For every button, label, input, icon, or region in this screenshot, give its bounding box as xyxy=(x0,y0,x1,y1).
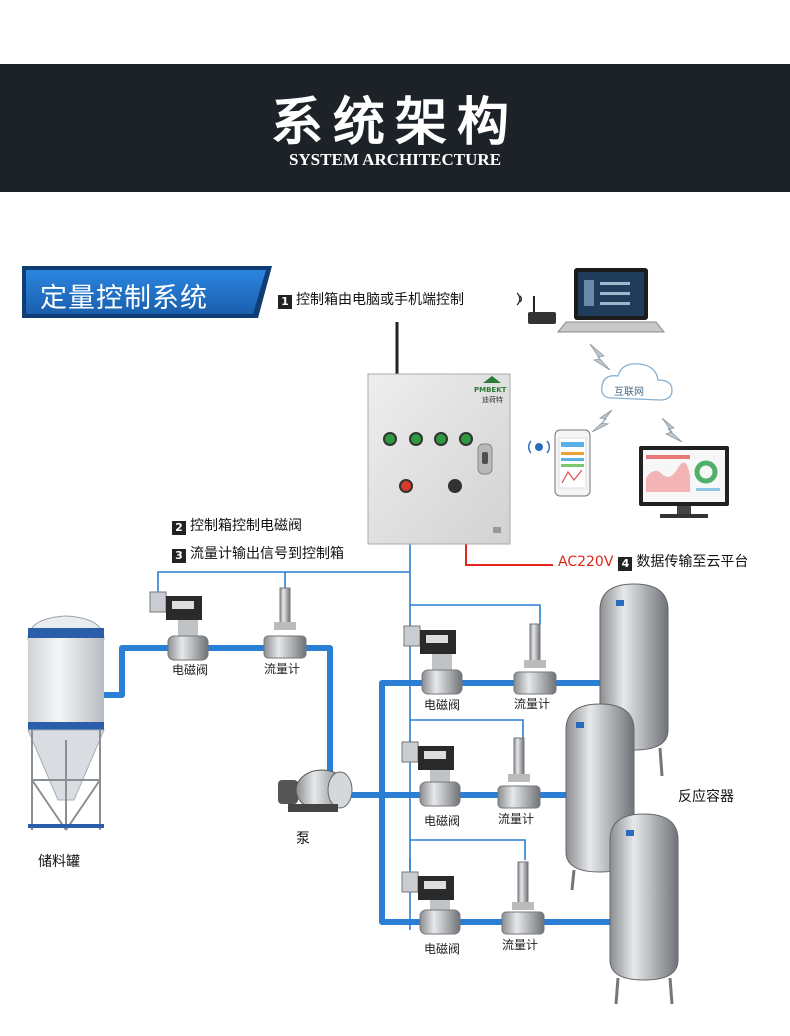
header-banner xyxy=(0,64,790,192)
section-title: 定量控制系统 xyxy=(40,283,208,314)
monitor-graphic xyxy=(639,446,729,518)
phone-graphic xyxy=(528,429,591,497)
step-1-annotation: 1 控制箱由电脑或手机端控制 xyxy=(278,289,464,309)
cloud-label: 互联网 xyxy=(614,387,644,398)
valve-label-3: 电磁阀 xyxy=(424,814,461,828)
step-3-annotation: 3 流量计输出信号到控制箱 xyxy=(172,543,344,563)
step-1-text: 控制箱由电脑或手机端控制 xyxy=(296,292,464,308)
valve-label-1: 电磁阀 xyxy=(172,663,209,677)
storage-silo xyxy=(27,615,105,831)
power-label: AC220V xyxy=(558,554,614,570)
silo-label: 储料罐 xyxy=(38,854,80,870)
step-3-text: 流量计输出信号到控制箱 xyxy=(190,546,344,562)
valve-group-1 xyxy=(149,591,209,661)
step-2-text: 控制箱控制电磁阀 xyxy=(190,518,302,534)
flowmeter-1 xyxy=(263,587,307,659)
indicator-lights xyxy=(383,432,473,493)
step-1-number: 1 xyxy=(278,295,292,309)
step-3-number: 3 xyxy=(172,549,186,563)
signal-lines xyxy=(157,540,541,930)
wireless-bolts xyxy=(589,343,683,443)
step-2-number: 2 xyxy=(172,521,186,535)
control-box xyxy=(367,322,511,545)
brand-logo-text: PMBEKT xyxy=(474,386,507,394)
flowmeter-label-4: 流量计 xyxy=(502,938,539,952)
valve-group-3 xyxy=(401,741,461,807)
flowmeter-2 xyxy=(513,623,557,695)
power-line xyxy=(465,543,553,566)
brand-logo-subtext: 迪荷特 xyxy=(482,396,503,404)
step-4-text: 数据传输至云平台 xyxy=(636,554,749,570)
flowmeter-label-2: 流量计 xyxy=(514,697,551,711)
page-title: 系统架构 xyxy=(270,93,519,153)
section-tag-shape xyxy=(22,266,272,318)
flowmeter-3 xyxy=(497,737,541,809)
step-4-number: 4 xyxy=(618,557,633,571)
valve-label-4: 电磁阀 xyxy=(424,942,461,956)
valve-label-2: 电磁阀 xyxy=(424,698,461,712)
wifi-module-graphic xyxy=(516,292,556,324)
cloud-graphic xyxy=(601,363,673,401)
valve-group-2 xyxy=(403,625,463,695)
page-subtitle: SYSTEM ARCHITECTURE xyxy=(288,150,502,169)
reactor-vessel-3 xyxy=(609,813,679,1005)
flowmeter-label-3: 流量计 xyxy=(498,812,535,826)
pump-graphic xyxy=(278,769,353,812)
step-2-annotation: 2 控制箱控制电磁阀 xyxy=(172,515,302,535)
laptop-graphic xyxy=(556,268,666,333)
valve-group-4 xyxy=(401,871,461,935)
flowmeter-4 xyxy=(501,861,545,935)
reactor-label: 反应容器 xyxy=(678,789,734,805)
flowmeter-label-1: 流量计 xyxy=(264,662,301,676)
pump-label: 泵 xyxy=(296,831,310,847)
